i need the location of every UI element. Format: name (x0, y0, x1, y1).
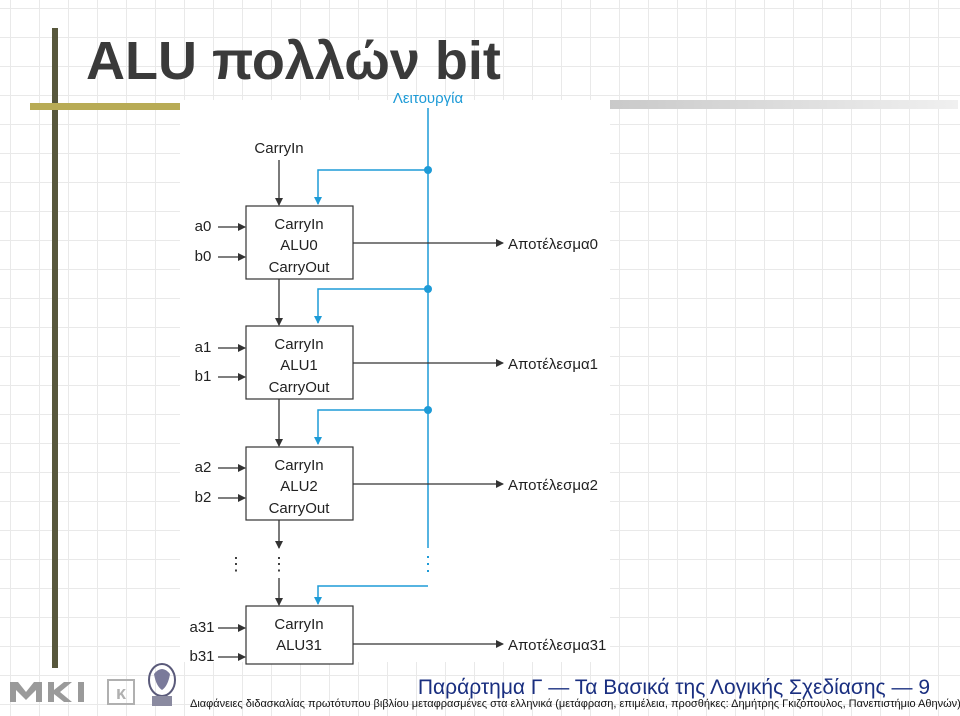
footer-credit: Διαφάνειες διδασκαλίας πρωτότυπου βιβλίο… (190, 698, 960, 710)
alu-block-31: CarryIn ALU31 a31 b31 Αποτέλεσμα31 (189, 605, 606, 665)
carry-in-label: CarryIn (254, 140, 303, 157)
alu-carry-out-text: CarryOut (269, 259, 331, 276)
result-label: Αποτέλεσμα31 (508, 637, 606, 654)
alu-block-2: CarryIn ALU2 CarryOut a2 b2 Αποτέλεσμα2 (195, 446, 598, 521)
alu-block-0: CarryIn ALU0 CarryOut a0 b0 Αποτέλεσμα0 (195, 205, 598, 280)
alu-name: ALU31 (276, 637, 322, 654)
mk-logo-icon: κ (10, 679, 135, 705)
alu-box (245, 446, 354, 521)
result-label: Αποτέλεσμα1 (508, 356, 598, 373)
input-a-label: a31 (189, 619, 214, 636)
alu-box (245, 605, 354, 665)
alu-name: ALU0 (280, 237, 318, 254)
alu-block-1: CarryIn ALU1 CarryOut a1 b1 Αποτέλεσμα1 (195, 325, 598, 400)
alu-name: ALU2 (280, 478, 318, 495)
svg-text:κ: κ (116, 683, 127, 703)
input-b-label: b1 (195, 368, 212, 385)
operation-tap-1 (314, 288, 428, 324)
input-a-label: a0 (195, 218, 212, 235)
title-accent-vertical-bar (52, 28, 58, 668)
alu-name: ALU1 (280, 357, 318, 374)
alu-box (245, 325, 354, 400)
footer-chapter-title: Παράρτημα Γ — Τα Βασικά της Λογικής Σχεδ… (417, 676, 930, 699)
ellipsis-carry: ⋮ (270, 554, 288, 574)
title-accent-horizontal-bar (30, 103, 192, 110)
operation-label: Λειτουργία (393, 90, 464, 107)
alu-carry-out-text: CarryOut (269, 500, 331, 517)
operation-tap-2 (314, 409, 428, 445)
operation-tap-31 (314, 585, 428, 605)
alu-carry-in-text: CarryIn (274, 616, 323, 633)
slide-title: ALU πολλών bit (86, 31, 501, 91)
input-b-label: b2 (195, 489, 212, 506)
input-b-label: b31 (189, 648, 214, 665)
alu-carry-out-text: CarryOut (269, 379, 331, 396)
input-a-label: a2 (195, 459, 212, 476)
title-underline-gradient (608, 100, 958, 109)
input-a-label: a1 (195, 339, 212, 356)
input-b-label: b0 (195, 248, 212, 265)
alu-carry-in-text: CarryIn (274, 457, 323, 474)
alu-carry-in-text: CarryIn (274, 336, 323, 353)
alu-carry-in-text: CarryIn (274, 216, 323, 233)
operation-tap-0 (314, 169, 428, 205)
ellipsis-inputs: ⋮ (227, 554, 245, 574)
result-label: Αποτέλεσμα2 (508, 477, 598, 494)
result-label: Αποτέλεσμα0 (508, 236, 598, 253)
university-seal-icon (148, 663, 176, 706)
